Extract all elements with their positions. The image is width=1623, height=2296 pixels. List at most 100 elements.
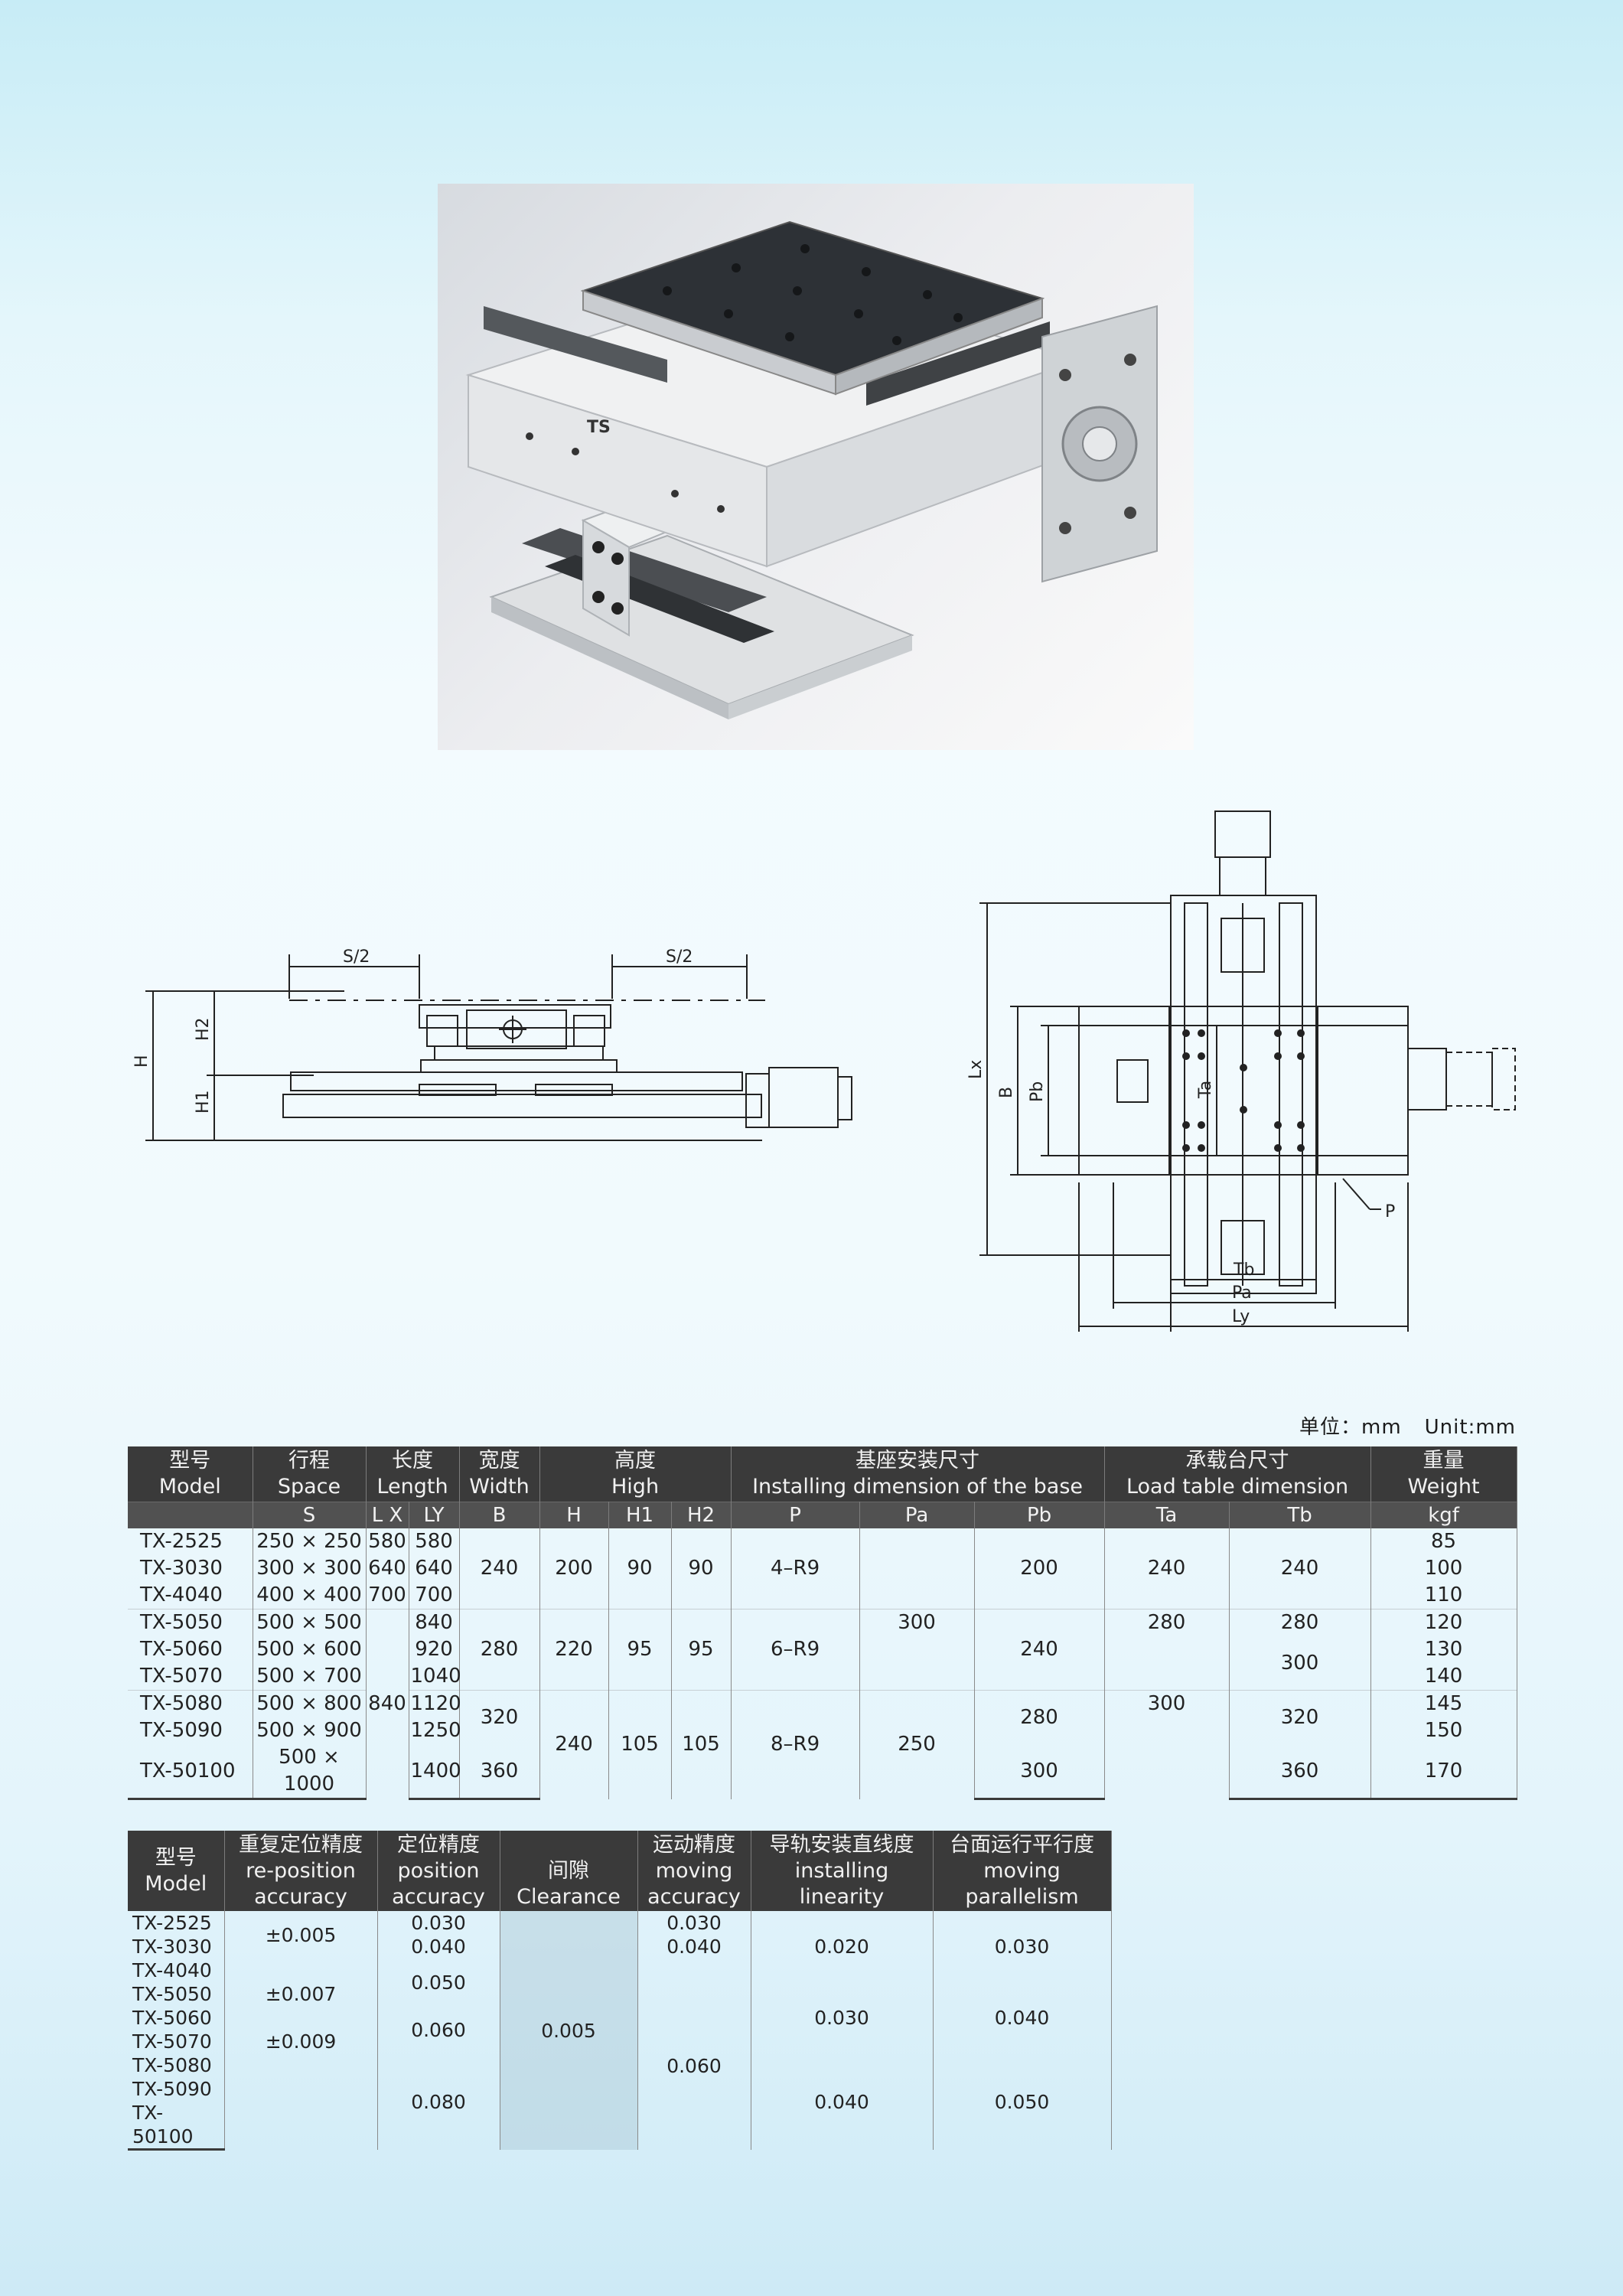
table-row: TX-5050 0.060 0.030 0.040	[128, 1982, 1112, 2150]
header-text: parallelism	[965, 1884, 1079, 1909]
table-cell: 150	[1370, 1717, 1517, 1744]
table-cell: 840	[409, 1609, 460, 1636]
table-cell: 250	[859, 1690, 975, 1799]
table-cell: 240	[974, 1609, 1105, 1691]
table-cell: 130	[1370, 1636, 1517, 1663]
table-cell: 240	[459, 1528, 540, 1609]
header-text: re-position	[246, 1858, 356, 1883]
table-cell: 240	[539, 1690, 609, 1799]
header-text: 间隙	[548, 1858, 589, 1883]
table-row: TX-4040 ±0.007 0.050	[128, 1958, 1111, 2030]
header-text: 基座安装尺寸	[855, 1449, 980, 1473]
table-cell: 1400	[409, 1744, 461, 1800]
header-text: 高度	[614, 1449, 657, 1473]
table-header-cell: Pb	[974, 1501, 1105, 1528]
table-cell: TX-4040	[128, 1958, 225, 1983]
table-cell: 100	[1370, 1555, 1517, 1582]
header-text: moving	[655, 1858, 733, 1883]
table-cell: 0.030	[751, 1982, 934, 2054]
table-row: TX-5060 0.060	[128, 2006, 1111, 2054]
header-text: installing	[794, 1858, 889, 1883]
header-text: Model	[158, 1474, 221, 1499]
ta-label: Ta	[1196, 1081, 1215, 1099]
table-cell: 280	[1104, 1609, 1230, 1636]
table-cell: TX-5050	[128, 1982, 225, 2007]
table-cell: 580	[409, 1528, 460, 1555]
table-header-cell: S	[253, 1501, 367, 1528]
header-text: moving	[983, 1858, 1061, 1883]
table-cell: ±0.005	[224, 1911, 378, 1959]
s-half-right-label: S/2	[666, 947, 693, 967]
table-cell: 300	[859, 1609, 975, 1691]
table-cell: 0.020	[751, 1911, 934, 1983]
header-text: linearity	[799, 1884, 885, 1909]
table-cell: 145	[1370, 1690, 1517, 1717]
table-cell: 500 × 900	[253, 1717, 367, 1744]
table-cell: 95	[671, 1609, 732, 1691]
table-cell: TX-5070	[128, 2030, 225, 2054]
table-cell: TX-2525	[128, 1911, 225, 1936]
lx-label: Lx	[966, 1060, 986, 1079]
table-cell: TX-3030	[128, 1935, 225, 1959]
table-cell: 700	[366, 1582, 409, 1609]
table-cell: 110	[1370, 1582, 1517, 1609]
table-cell: 280	[1229, 1609, 1371, 1636]
header-text: 型号	[155, 1845, 197, 1870]
table-cell: TX-3030	[128, 1555, 253, 1582]
table-header-cell	[128, 1501, 253, 1528]
table-cell: TX-5060	[128, 2006, 225, 2030]
table-cell: 500 × 500	[253, 1609, 367, 1636]
table-cell: 0.050	[377, 1958, 500, 2007]
pa-label: Pa	[1232, 1283, 1252, 1303]
table-cell: 500 × 700	[253, 1663, 367, 1691]
table-cell: 85	[1370, 1528, 1517, 1555]
table-cell: TX-50100	[128, 2101, 225, 2151]
table-cell: 580	[366, 1528, 409, 1555]
table-cell: 320	[1229, 1690, 1371, 1744]
header-text: 承载台尺寸	[1185, 1449, 1289, 1473]
table-cell	[859, 1528, 975, 1609]
ly-label: Ly	[1232, 1307, 1250, 1326]
table-header-cell: kgf	[1370, 1501, 1517, 1528]
table-header-cell: P	[731, 1501, 860, 1528]
header-text: 宽度	[478, 1449, 520, 1473]
table-cell: 0.005	[500, 1911, 638, 2150]
header-text: 行程	[288, 1449, 330, 1473]
table-cell: 0.040	[933, 1982, 1112, 2054]
top-view-drawing: Lx B Pb Ta P Tb Pa Ly	[941, 804, 1523, 1339]
table-cell: 8–R9	[731, 1690, 860, 1799]
table-cell: 500 × 600	[253, 1636, 367, 1663]
table-cell: 0.050	[933, 2053, 1112, 2150]
table-cell: 95	[608, 1609, 672, 1691]
table-cell: 1120	[409, 1690, 461, 1717]
table-cell: ±0.009	[224, 2030, 378, 2150]
header-text: Clearance	[517, 1884, 621, 1909]
table-cell: TX-5080	[128, 2053, 225, 2078]
table-cell: TX-4040	[128, 1582, 253, 1609]
table-cell: 120	[1370, 1609, 1517, 1636]
tb-label: Tb	[1233, 1261, 1254, 1280]
table-header-cell: B	[459, 1501, 540, 1528]
table-cell: TX-5070	[128, 1663, 253, 1691]
header-text: Space	[277, 1474, 341, 1499]
table-cell: 0.060	[377, 2006, 500, 2054]
table-cell: 250 × 250	[253, 1528, 367, 1555]
table-cell: 0.030	[377, 1911, 500, 1936]
header-text: 导轨安装直线度	[769, 1833, 914, 1857]
product-photo: TS	[438, 184, 1194, 750]
table-cell: 360	[459, 1744, 540, 1800]
table-cell: 320	[459, 1690, 540, 1744]
